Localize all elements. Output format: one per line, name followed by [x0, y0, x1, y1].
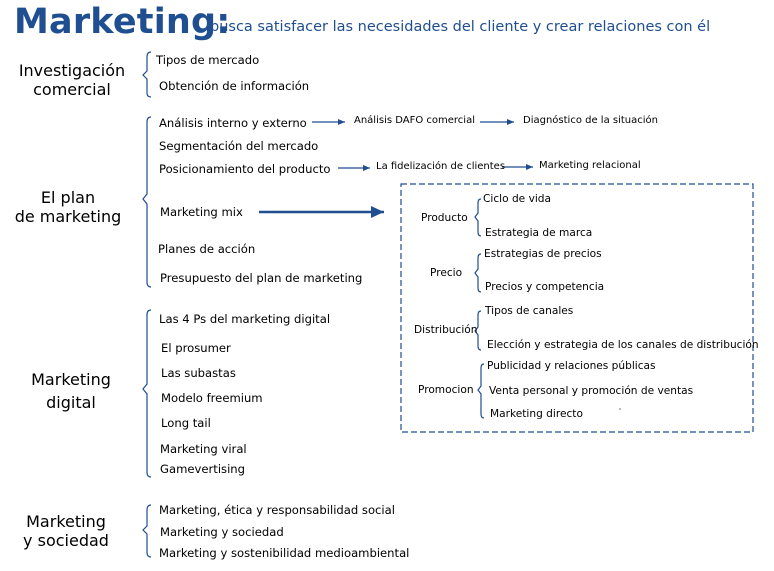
- item-long-tail: Long tail: [161, 416, 211, 430]
- dot: [619, 408, 621, 410]
- page-subtitle: busca satisfacer las necesidades del cli…: [210, 19, 711, 35]
- item-analisis-interno-externo: Análisis interno y externo: [159, 116, 307, 130]
- item-marketing-viral: Marketing viral: [160, 442, 247, 456]
- mix-precios-competencia: Precios y competencia: [485, 281, 605, 293]
- bracket-promocion: [477, 363, 485, 419]
- mix-distribucion: Distribución: [414, 324, 478, 336]
- mix-eleccion-canales: Elección y estrategia de los canales de …: [487, 339, 759, 351]
- mix-producto: Producto: [421, 212, 468, 224]
- section-investigacion-comercial: Investigación comercial: [14, 61, 130, 99]
- item-sostenibilidad: Marketing y sostenibilidad medioambienta…: [159, 546, 410, 560]
- section-label-line: comercial: [33, 80, 111, 99]
- section-label-line: Investigación: [18, 61, 126, 80]
- flow-dafo-comercial: Análisis DAFO comercial: [354, 115, 475, 126]
- item-posicionamiento: Posicionamiento del producto: [159, 162, 331, 176]
- section-label-line: El plan: [40, 188, 96, 207]
- item-prosumer: El prosumer: [161, 341, 231, 355]
- bracket-plan: [142, 116, 152, 288]
- section-plan-de-marketing: El plan de marketing: [10, 188, 126, 226]
- bracket-sociedad: [142, 504, 152, 558]
- item-presupuesto: Presupuesto del plan de marketing: [160, 271, 363, 285]
- mix-venta-personal: Venta personal y promoción de ventas: [489, 385, 694, 397]
- mix-precio: Precio: [430, 267, 463, 279]
- bracket-investigacion: [142, 51, 152, 98]
- flow-fidelizacion: La fidelización de clientes: [376, 161, 506, 172]
- marketing-mix-box: [400, 183, 754, 433]
- item-planes-de-accion: Planes de acción: [158, 242, 256, 256]
- item-gamevertising: Gamevertising: [160, 462, 246, 476]
- mix-tipos-canales: Tipos de canales: [485, 305, 574, 317]
- mix-publicidad: Publicidad y relaciones públicas: [487, 360, 656, 372]
- item-marketing-sociedad: Marketing y sociedad: [160, 525, 284, 539]
- bracket-precio: [474, 253, 482, 293]
- flow-marketing-relacional: Marketing relacional: [539, 160, 641, 171]
- section-marketing-y-sociedad: Marketing y sociedad: [8, 512, 124, 550]
- mix-estrategia-marca: Estrategia de marca: [485, 227, 593, 239]
- section-label-line: Marketing: [26, 512, 106, 531]
- item-freemium: Modelo freemium: [161, 391, 263, 405]
- mix-promocion: Promocion: [418, 384, 474, 396]
- item-tipos-de-mercado: Tipos de mercado: [156, 53, 260, 67]
- bracket-distribucion: [474, 310, 482, 351]
- mix-estrategias-precios: Estrategias de precios: [484, 248, 602, 260]
- flow-diagnostico: Diagnóstico de la situación: [523, 115, 658, 126]
- item-marketing-mix: Marketing mix: [160, 205, 243, 219]
- section-label-line: digital: [46, 393, 96, 412]
- item-4ps-digital: Las 4 Ps del marketing digital: [159, 312, 331, 326]
- section-label-line: y sociedad: [23, 531, 109, 550]
- mix-marketing-directo: Marketing directo: [490, 408, 583, 420]
- item-obtencion-informacion: Obtención de información: [159, 79, 310, 93]
- page-title: Marketing:: [14, 2, 231, 42]
- bracket-digital: [142, 309, 152, 478]
- section-marketing-digital: Marketing digital: [13, 368, 129, 414]
- item-segmentacion: Segmentación del mercado: [159, 139, 319, 153]
- item-subastas: Las subastas: [161, 366, 236, 380]
- item-etica-responsabilidad: Marketing, ética y responsabilidad socia…: [159, 503, 395, 517]
- section-label-line: Marketing: [31, 370, 111, 389]
- mix-ciclo-de-vida: Ciclo de vida: [483, 193, 551, 205]
- section-label-line: de marketing: [14, 207, 122, 226]
- bracket-producto: [474, 198, 482, 237]
